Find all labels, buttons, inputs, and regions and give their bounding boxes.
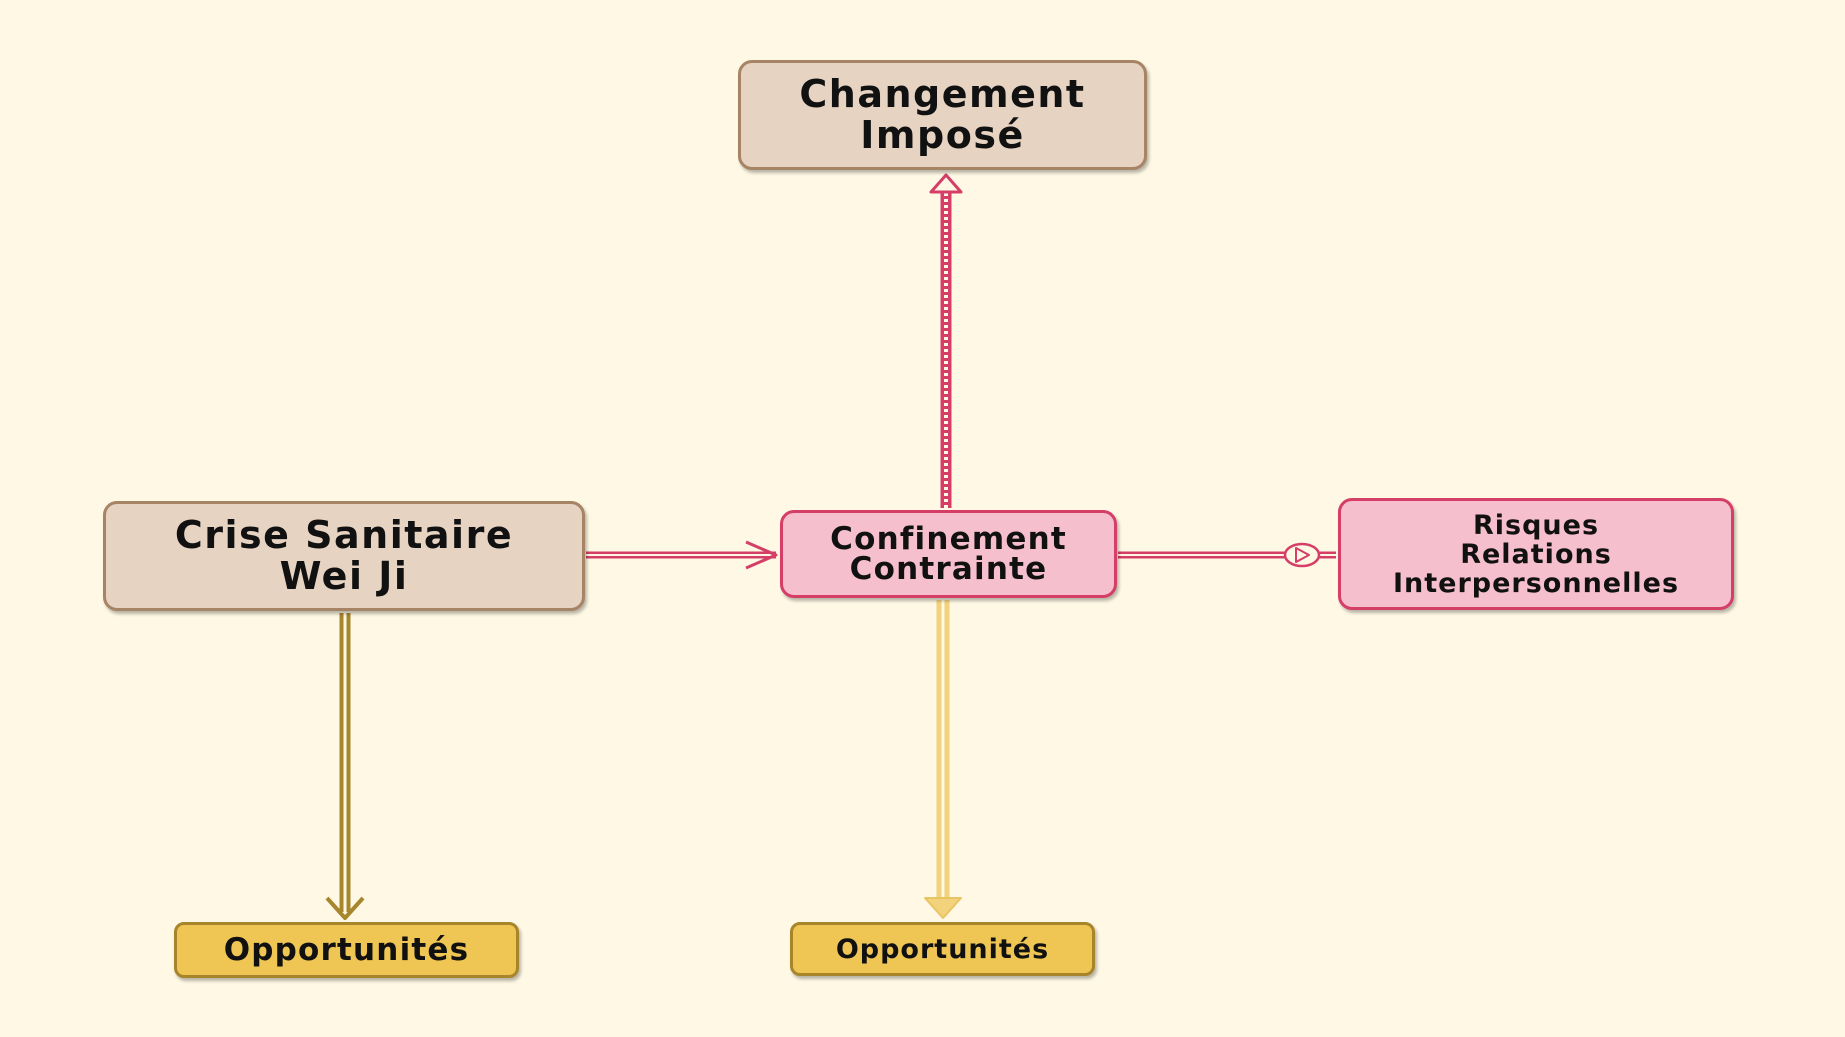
open-arrowhead-icon [745, 540, 778, 570]
link-confinement-to-changement [929, 173, 963, 508]
node-label-line: Relations [1460, 538, 1612, 570]
node-label-line: Imposé [860, 113, 1025, 157]
circled-play-marker-icon [1283, 542, 1321, 568]
node-opportunites-center[interactable]: Opportunités [790, 922, 1095, 976]
node-label-line: Changement [799, 72, 1086, 116]
link-crise-to-confinement [586, 540, 778, 570]
link-confinement-to-opportunites [924, 600, 962, 919]
node-label: Opportunités [835, 933, 1050, 965]
node-label: Opportunités [223, 932, 470, 968]
chevron-arrowhead-icon [325, 896, 365, 920]
node-crise-sanitaire[interactable]: Crise Sanitaire Wei Ji [103, 501, 585, 611]
node-label-line: Risques [1472, 509, 1600, 541]
node-confinement-contrainte[interactable]: Confinement Contrainte [780, 510, 1117, 598]
node-risques-relations[interactable]: Risques Relations Interpersonnelles [1338, 498, 1734, 610]
node-label-line: Contrainte [849, 551, 1048, 587]
triangle-arrowhead-icon [929, 173, 963, 194]
node-label-line: Confinement [830, 521, 1067, 557]
filled-arrowhead-icon [924, 897, 962, 919]
play-triangle-icon [1295, 547, 1310, 563]
node-label-line: Interpersonnelles [1392, 567, 1680, 599]
node-label-line: Crise Sanitaire [174, 513, 514, 557]
link-crise-to-opportunites [325, 613, 365, 920]
node-changement-impose[interactable]: Changement Imposé [738, 60, 1147, 170]
node-label-line: Wei Ji [279, 554, 409, 598]
node-opportunites-left[interactable]: Opportunités [174, 922, 519, 978]
link-confinement-to-risques [1118, 542, 1336, 568]
